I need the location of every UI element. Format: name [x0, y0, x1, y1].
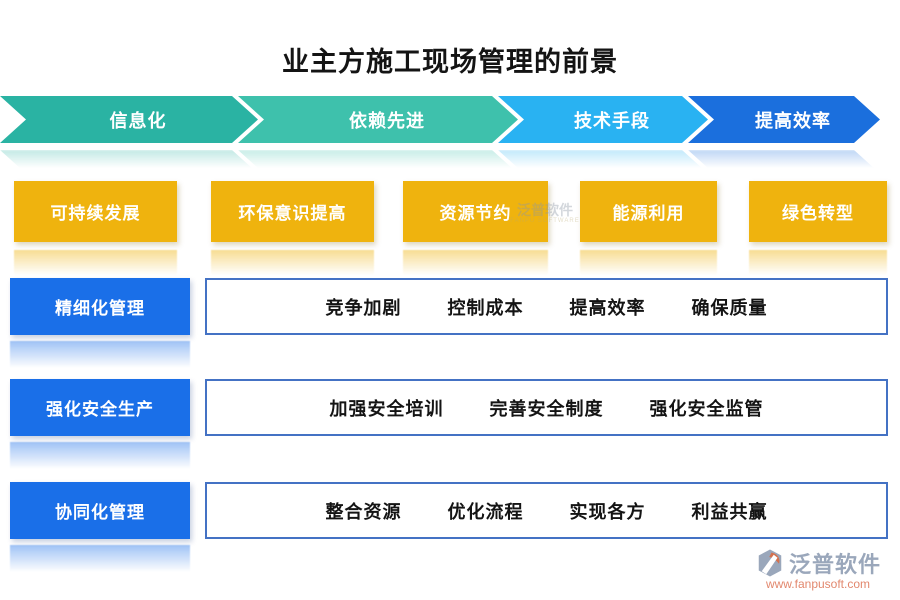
highlight-button-reflection: [580, 250, 717, 275]
row-item: 提高效率: [569, 297, 646, 318]
arrow-segment-improve-efficiency: 提高效率: [688, 96, 880, 143]
row-button-label: 强化安全生产: [46, 400, 154, 419]
row-button-reflection: [10, 341, 190, 368]
row-button-strengthen-safety-production: 强化安全生产: [10, 379, 190, 436]
row-button-label: 精细化管理: [55, 299, 145, 318]
arrow-segment-label: 提高效率: [755, 110, 831, 131]
arrow-segment-label: 依赖先进: [349, 110, 425, 131]
row-box-refined-management: 竞争加剧 控制成本 提高效率 确保质量: [205, 278, 888, 335]
row-item: 确保质量: [691, 297, 768, 318]
highlight-button-environmental-awareness: 环保意识提高: [211, 181, 374, 242]
process-arrow-band: 信息化 依赖先进 技术手段 提高效率: [0, 96, 900, 143]
arrow-segment-label: 信息化: [109, 110, 167, 131]
highlight-button-label: 可持续发展: [50, 204, 141, 223]
row-button-reflection: [10, 442, 190, 469]
brand-name: 泛普软件: [788, 552, 881, 577]
row-box-strengthen-safety-production: 加强安全培训 完善安全制度 强化安全监管: [205, 379, 888, 436]
arrow-segment-informatization: 信息化: [0, 96, 258, 143]
row-item: 控制成本: [447, 297, 524, 318]
highlight-button-reflection: [14, 250, 177, 275]
arrow-segment-label: 技术手段: [574, 110, 650, 131]
arrow-segment-technical-means: 技术手段: [498, 96, 708, 143]
row-item: 强化安全监管: [649, 398, 764, 419]
brand-logo: 泛普软件 www.fanpusoft.com: [742, 547, 894, 591]
row-item: 整合资源: [325, 501, 402, 522]
arrow-segment-rely-on-advanced: 依赖先进: [238, 96, 518, 143]
row-button-reflection: [10, 545, 190, 572]
row-item: 完善安全制度: [489, 398, 604, 419]
highlight-button-sustainable-development: 可持续发展: [14, 181, 177, 242]
row-item: 利益共赢: [691, 501, 768, 522]
row-item: 竞争加剧: [325, 297, 402, 318]
highlight-button-label: 资源节约: [439, 204, 512, 223]
arrow-band-reflection: [0, 150, 900, 170]
highlight-button-label: 绿色转型: [782, 204, 854, 223]
row-item: 实现各方: [569, 501, 646, 522]
row-button-refined-management: 精细化管理: [10, 278, 190, 335]
row-button-collaborative-management: 协同化管理: [10, 482, 190, 539]
row-button-label: 协同化管理: [55, 503, 145, 522]
fanpu-logo-icon: [755, 548, 785, 578]
highlight-button-resource-saving: 资源节约: [403, 181, 548, 242]
highlight-button-green-transformation: 绿色转型: [749, 181, 887, 242]
highlight-button-reflection: [403, 250, 548, 275]
row-item: 优化流程: [447, 501, 524, 522]
highlight-button-energy-utilization: 能源利用: [580, 181, 717, 242]
highlight-button-label: 环保意识提高: [238, 204, 347, 223]
highlight-button-label: 能源利用: [612, 204, 685, 223]
highlight-button-reflection: [211, 250, 374, 275]
row-item: 加强安全培训: [329, 398, 444, 419]
highlight-button-reflection: [749, 250, 887, 275]
page-title: 业主方施工现场管理的前景: [282, 47, 618, 77]
row-box-collaborative-management: 整合资源 优化流程 实现各方 利益共赢: [205, 482, 888, 539]
brand-url-link[interactable]: www.fanpusoft.com: [765, 577, 871, 591]
